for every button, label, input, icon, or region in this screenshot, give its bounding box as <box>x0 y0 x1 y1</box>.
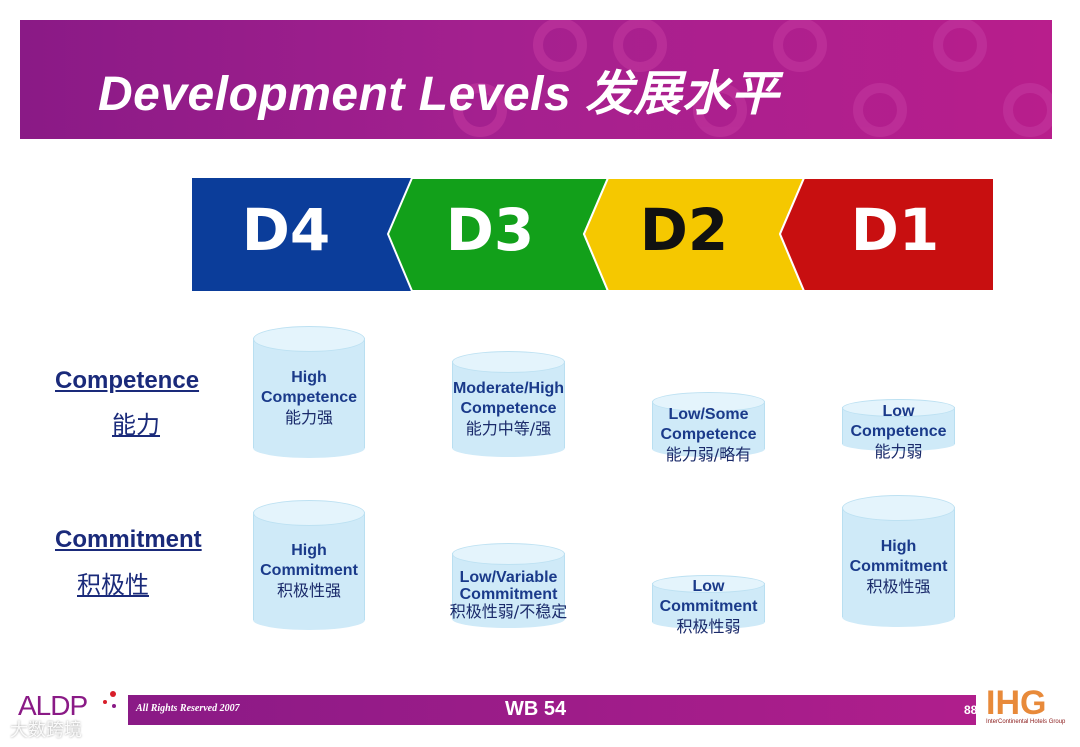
cylinder-line1: Low/Some <box>668 406 749 423</box>
banner-pattern <box>453 20 1052 137</box>
cylinder-line2: Competence <box>850 423 947 440</box>
cylinder-line2: Competence <box>260 389 358 406</box>
development-levels-strip: D4 D3 D2 D1 <box>192 178 994 291</box>
cylinder-line1: Low <box>882 403 915 420</box>
cylinder-line1: Low/Variable <box>459 569 558 586</box>
footer-bar <box>128 695 976 725</box>
commitment-label: Commitment <box>55 526 202 553</box>
cylinder-line1: High <box>880 538 917 555</box>
cylinder-line1: Moderate/High <box>452 380 565 397</box>
cylinder-zh: 能力弱/略有 <box>665 445 752 464</box>
competence-cylinder-d1: Low Competence 能力弱 <box>842 399 955 461</box>
levels-arrows <box>192 178 994 291</box>
commitment-sub-label: 积极性 <box>77 572 149 599</box>
competence-cylinder-d3: Moderate/High Competence 能力中等/强 <box>452 351 565 457</box>
commitment-cylinder-d2: Low Commitment 积极性弱 <box>652 575 765 636</box>
level-d1-label: D1 <box>850 196 940 264</box>
ihg-logo: IHG <box>986 684 1047 722</box>
level-d2-label: D2 <box>639 196 729 264</box>
slide-number: 88 <box>964 703 978 717</box>
cylinder-line1: High <box>291 542 327 559</box>
commitment-cylinder-d4: High Commitment 积极性强 <box>253 500 365 630</box>
cylinder-line1: Low <box>692 578 725 595</box>
cylinder-zh: 积极性强 <box>276 581 341 600</box>
aldp-logo-dots-icon <box>103 691 116 708</box>
cylinder-zh: 能力强 <box>284 408 333 427</box>
page-title: Development Levels 发展水平 <box>98 68 780 121</box>
level-d4-label: D4 <box>241 196 331 264</box>
cylinder-zh: 积极性强 <box>866 577 931 596</box>
cylinder-line2: Commitment <box>849 558 948 575</box>
commitment-cylinder-d1: High Commitment 积极性强 <box>842 495 955 627</box>
competence-label: Competence <box>55 367 200 394</box>
level-d4-arrow <box>192 178 412 291</box>
cylinder-zh: 积极性弱/不稳定 <box>449 602 568 621</box>
level-d3-arrow <box>386 178 610 291</box>
competence-cylinder-d2: Low/Some Competence 能力弱/略有 <box>652 392 765 464</box>
cylinder-zh: 积极性弱 <box>676 617 741 636</box>
level-d3-label: D3 <box>445 196 535 264</box>
competence-sub-label: 能力 <box>112 412 160 439</box>
aldp-logo: ALDP <box>18 690 88 721</box>
copyright-text: All Rights Reserved 2007 <box>136 703 240 714</box>
cylinder-line2: Competence <box>460 400 557 417</box>
cylinder-zh: 能力弱 <box>874 442 923 461</box>
cylinder-line2: Commitment <box>260 562 358 579</box>
cylinder-line1: High <box>291 369 327 386</box>
ihg-logo-subtitle: InterContinental Hotels Group <box>986 719 1066 725</box>
cylinder-line2: Competence <box>660 426 757 443</box>
cylinder-line2: Commitment <box>659 598 758 615</box>
level-d2-arrow <box>582 178 806 291</box>
level-d1-arrow <box>778 178 994 291</box>
workbook-page-label: WB 54 <box>505 698 567 720</box>
commitment-cylinder-d3: Low/Variable Commitment 积极性弱/不稳定 <box>450 543 567 628</box>
cylinder-line2: Commitment <box>459 586 558 603</box>
competence-cylinder-d4: High Competence 能力强 <box>253 326 365 458</box>
watermark: 大数跨境 <box>10 720 82 741</box>
title-banner: Development Levels 发展水平 <box>20 20 1052 139</box>
cylinder-zh: 能力中等/强 <box>465 419 552 438</box>
